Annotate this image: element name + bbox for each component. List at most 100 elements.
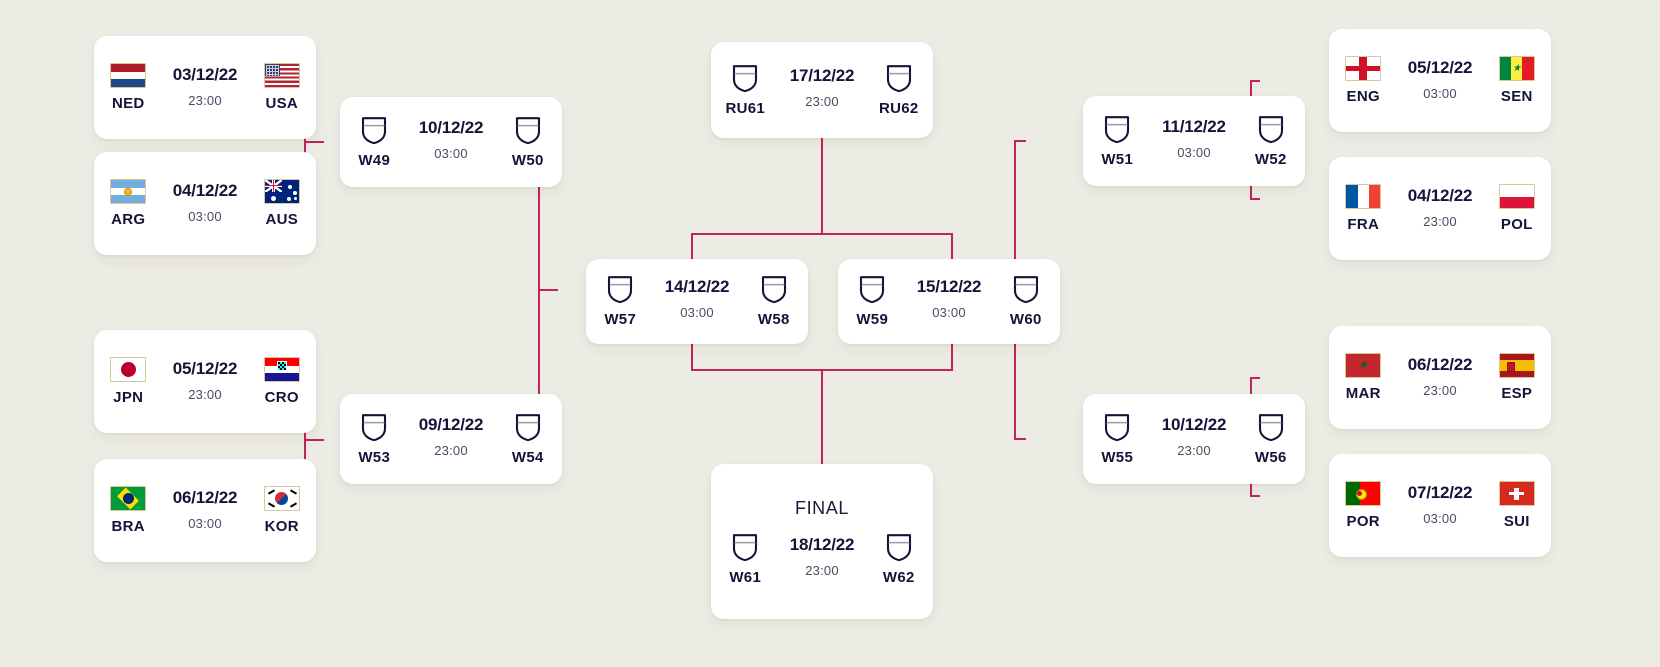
shield-placeholder-icon <box>1258 115 1284 144</box>
match-date: 10/12/22 <box>1161 414 1227 434</box>
away-team: SUI <box>1483 481 1551 530</box>
match-card-sf-1[interactable]: W57 14/12/22 03:00 W58 <box>586 259 808 344</box>
flag-bra-icon <box>110 486 147 511</box>
connector-right-top-stub-lower <box>1250 198 1260 200</box>
away-team-code: RU62 <box>878 99 919 117</box>
home-team-code: W51 <box>1101 150 1134 168</box>
home-team-code: BRA <box>111 518 145 535</box>
match-time: 23:00 <box>188 387 222 402</box>
match-info: 03/12/22 23:00 <box>162 63 247 108</box>
match-time: 23:00 <box>1423 214 1457 229</box>
home-team: NED <box>94 63 162 112</box>
connector-final-vertical <box>821 369 823 464</box>
match-info: 06/12/22 03:00 <box>162 486 247 531</box>
home-team-code: W55 <box>1101 448 1134 466</box>
match-date: 09/12/22 <box>418 414 484 434</box>
match-date: 11/12/22 <box>1162 116 1226 136</box>
away-team: W62 <box>865 533 933 586</box>
flag-sen-icon: ★ <box>1498 56 1535 81</box>
connector-sf-top-bar <box>691 233 953 235</box>
away-team-code: SEN <box>1500 88 1533 105</box>
flag-aus-icon <box>263 179 300 204</box>
shield-placeholder-icon <box>859 275 885 304</box>
flag-ned-icon <box>110 63 147 88</box>
match-info: 04/12/22 03:00 <box>162 179 247 224</box>
match-card-r16-8[interactable]: POR 07/12/22 03:00 SUI <box>1329 454 1551 557</box>
final-label: FINAL <box>794 497 849 518</box>
match-card-r16-7[interactable]: ★ MAR 06/12/22 23:00 ESP <box>1329 326 1551 429</box>
match-card-qf-4[interactable]: W55 10/12/22 23:00 W56 <box>1083 394 1305 484</box>
match-card-r16-6[interactable]: FRA 04/12/22 23:00 POL <box>1329 157 1551 260</box>
home-team: JPN <box>94 357 162 406</box>
away-team-code: W62 <box>882 568 915 586</box>
match-info: 10/12/22 03:00 <box>408 116 493 161</box>
match-card-sf-2[interactable]: W59 15/12/22 03:00 W60 <box>838 259 1060 344</box>
away-team: POL <box>1483 184 1551 233</box>
match-card-qf-3[interactable]: W51 11/12/22 03:00 W52 <box>1083 96 1305 186</box>
home-team-code: W57 <box>604 311 637 328</box>
match-info: 14/12/22 03:00 <box>654 275 739 320</box>
home-team-code: NED <box>111 95 145 112</box>
flag-arg-icon <box>110 179 147 204</box>
connector-sf-top-right-drop <box>951 233 953 260</box>
home-team-code: JPN <box>113 389 144 406</box>
match-card-r16-1[interactable]: NED 03/12/22 23:00 USA <box>94 36 316 139</box>
shield-placeholder-icon <box>886 64 912 93</box>
away-team: CRO <box>248 357 316 406</box>
away-team: W56 <box>1237 413 1305 466</box>
home-team: W57 <box>586 275 654 328</box>
match-time: 23:00 <box>1423 383 1457 398</box>
match-card-r16-4[interactable]: BRA 06/12/22 03:00 KOR <box>94 459 316 562</box>
match-info: 11/12/22 03:00 <box>1151 115 1236 160</box>
match-date: 05/12/22 <box>172 359 238 378</box>
match-card-final[interactable]: FINAL W61 18/12/22 23:00 <box>711 464 933 619</box>
away-team: KOR <box>248 486 316 535</box>
flag-mar-icon: ★ <box>1345 353 1382 378</box>
match-card-third-place[interactable]: RU61 17/12/22 23:00 RU62 <box>711 42 933 138</box>
match-date: 04/12/22 <box>1407 186 1473 205</box>
shield-placeholder-icon <box>1104 413 1130 442</box>
home-team-code: POR <box>1346 513 1380 530</box>
home-team: W55 <box>1083 413 1151 466</box>
home-team-code: RU61 <box>725 99 765 117</box>
match-date: 04/12/22 <box>172 181 238 200</box>
flag-kor-icon <box>263 486 300 511</box>
match-card-r16-2[interactable]: ARG 04/12/22 03:00 <box>94 152 316 255</box>
match-date: 15/12/22 <box>916 277 982 296</box>
flag-esp-icon <box>1498 353 1535 378</box>
away-team-code: W60 <box>1009 311 1042 328</box>
match-card-qf-2[interactable]: W53 09/12/22 23:00 W54 <box>340 394 562 484</box>
flag-usa-icon <box>263 63 300 88</box>
home-team-code: ENG <box>1346 88 1380 105</box>
home-team: POR <box>1329 481 1397 530</box>
home-team-code: W53 <box>358 448 391 466</box>
connector-left-qf-out <box>538 289 558 291</box>
match-card-r16-3[interactable]: JPN 05/12/22 23:00 CRO <box>94 330 316 433</box>
away-team-code: SUI <box>1503 513 1530 530</box>
away-team-code: ESP <box>1501 385 1533 402</box>
shield-placeholder-icon <box>1013 275 1039 304</box>
home-team-code: FRA <box>1347 216 1380 233</box>
match-info: 05/12/22 23:00 <box>162 357 247 402</box>
flag-fra-icon <box>1345 184 1382 209</box>
away-team-code: W54 <box>511 448 544 466</box>
match-time: 03:00 <box>434 145 468 161</box>
connector-left-bottom-out <box>304 439 324 441</box>
match-date: 17/12/22 <box>789 65 855 85</box>
home-team-code: W59 <box>856 311 889 328</box>
match-card-qf-1[interactable]: W49 10/12/22 03:00 W50 <box>340 97 562 187</box>
away-team: ESP <box>1483 353 1551 402</box>
shield-placeholder-icon <box>607 275 633 304</box>
away-team: USA <box>248 63 316 112</box>
match-card-r16-5[interactable]: ENG 05/12/22 03:00 ★ SEN <box>1329 29 1551 132</box>
match-time: 03:00 <box>1423 511 1457 526</box>
match-info: 04/12/22 23:00 <box>1397 184 1482 229</box>
match-time: 23:00 <box>805 93 839 109</box>
home-team: ARG <box>94 179 162 228</box>
flag-sui-icon <box>1498 481 1535 506</box>
away-team-code: POL <box>1500 216 1533 233</box>
shield-placeholder-icon <box>1104 115 1130 144</box>
shield-placeholder-icon <box>732 533 758 562</box>
away-team: W58 <box>740 275 808 328</box>
match-date: 18/12/22 <box>789 534 855 554</box>
